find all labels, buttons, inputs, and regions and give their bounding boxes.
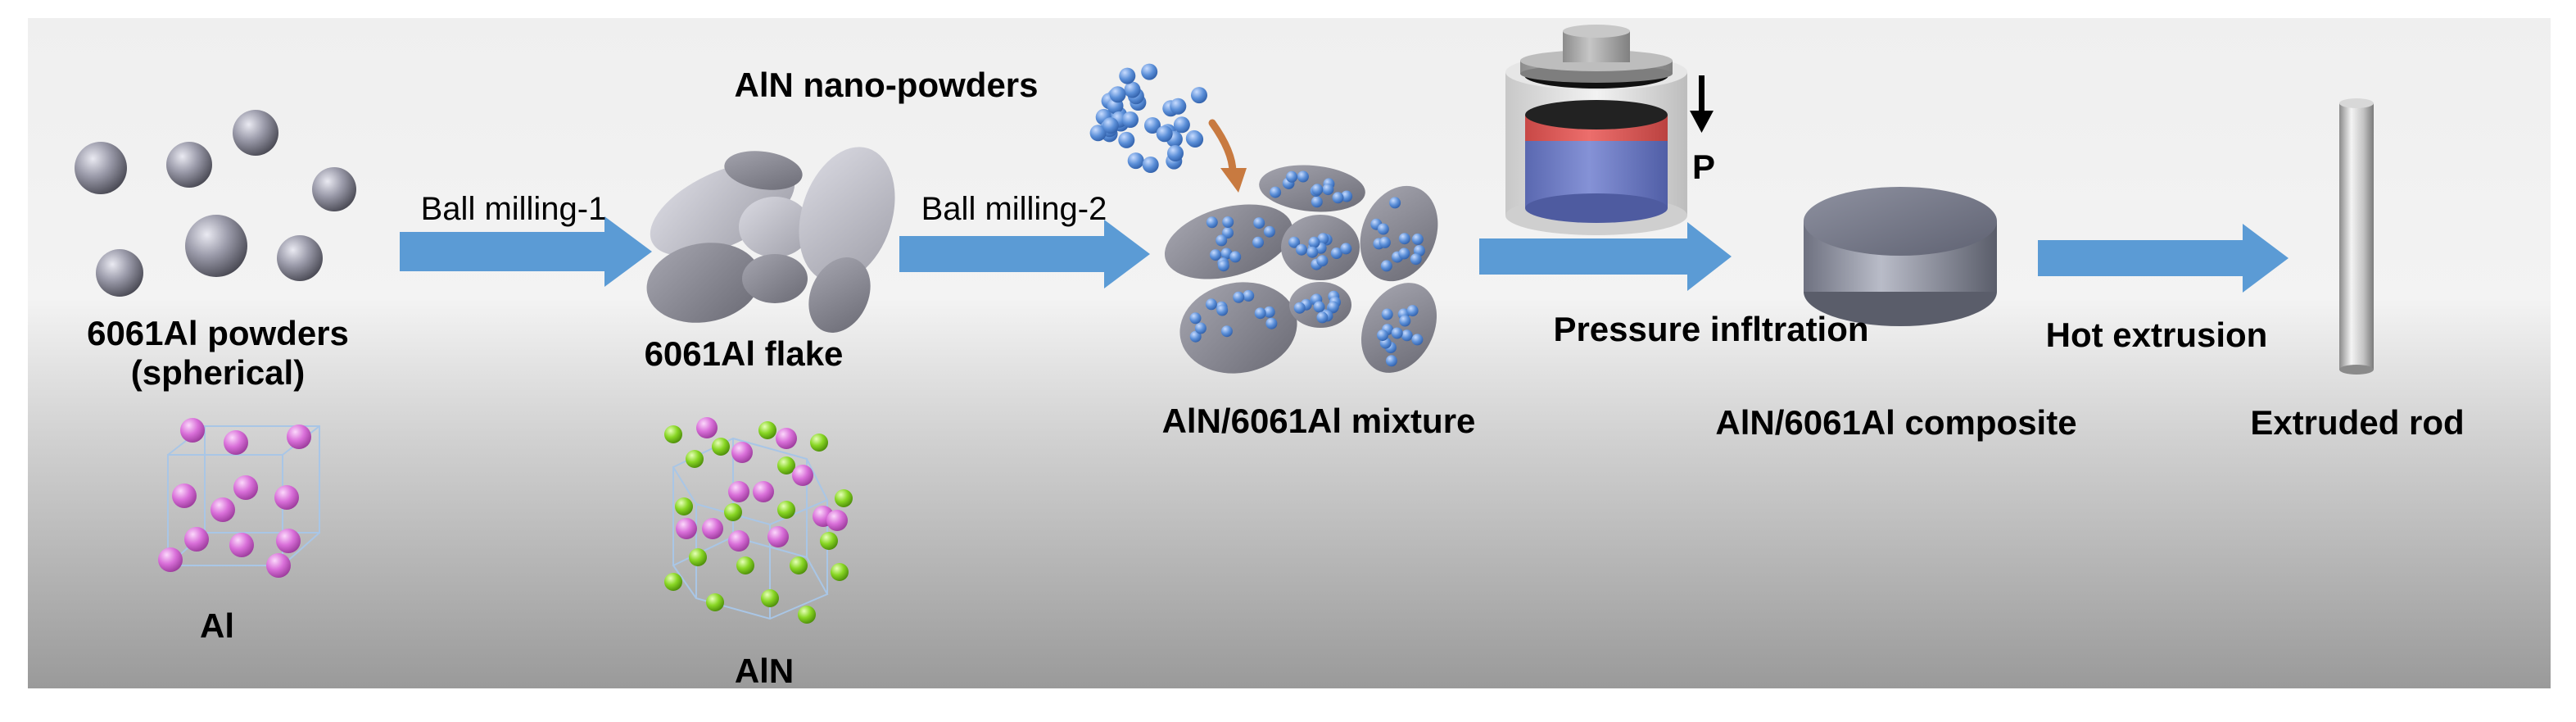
label-flake: 6061Al flake xyxy=(644,334,844,373)
label-al: Al xyxy=(200,606,234,645)
label-powders: 6061Al powders (spherical) xyxy=(87,314,349,393)
spherical-powders xyxy=(75,110,356,297)
label-mixture: AlN/6061Al mixture xyxy=(1161,402,1476,440)
arrow-ball-milling-1 xyxy=(400,216,652,287)
label-ball-milling-2: Ball milling-2 xyxy=(921,191,1107,227)
arrow-pressure-infiltration xyxy=(1479,222,1732,291)
arrow-hot-extrusion xyxy=(2038,224,2289,293)
label-nano-powders: AlN nano-powders xyxy=(734,66,1039,104)
label-pressure-infiltration: Pressure infltration xyxy=(1553,310,1869,348)
infiltration-press xyxy=(1505,25,1687,235)
extruded-rod xyxy=(2339,98,2374,375)
label-aln: AlN xyxy=(734,652,795,690)
label-rod: Extruded rod xyxy=(2250,403,2465,442)
arrow-ball-milling-2 xyxy=(899,220,1150,288)
label-powders-line1: 6061Al powders xyxy=(87,314,349,352)
aln-crystal-structure xyxy=(664,417,853,624)
label-hot-extrusion: Hot extrusion xyxy=(2045,316,2268,354)
label-powders-line2: (spherical) xyxy=(130,353,306,393)
label-composite: AlN/6061Al composite xyxy=(1715,403,2077,442)
composite-disk xyxy=(1804,187,1997,326)
addition-arrow xyxy=(1208,119,1247,193)
background-panel xyxy=(28,18,2551,688)
alloy-flakes xyxy=(646,147,895,333)
mixture-nano-particles xyxy=(1189,170,1425,367)
label-pressure-symbol: P xyxy=(1691,148,1716,186)
label-ball-milling-1: Ball milling-1 xyxy=(420,191,607,227)
pressure-down-arrow xyxy=(1690,75,1714,133)
aln-nano-powders xyxy=(1089,63,1207,173)
al-crystal-structure xyxy=(158,418,320,578)
